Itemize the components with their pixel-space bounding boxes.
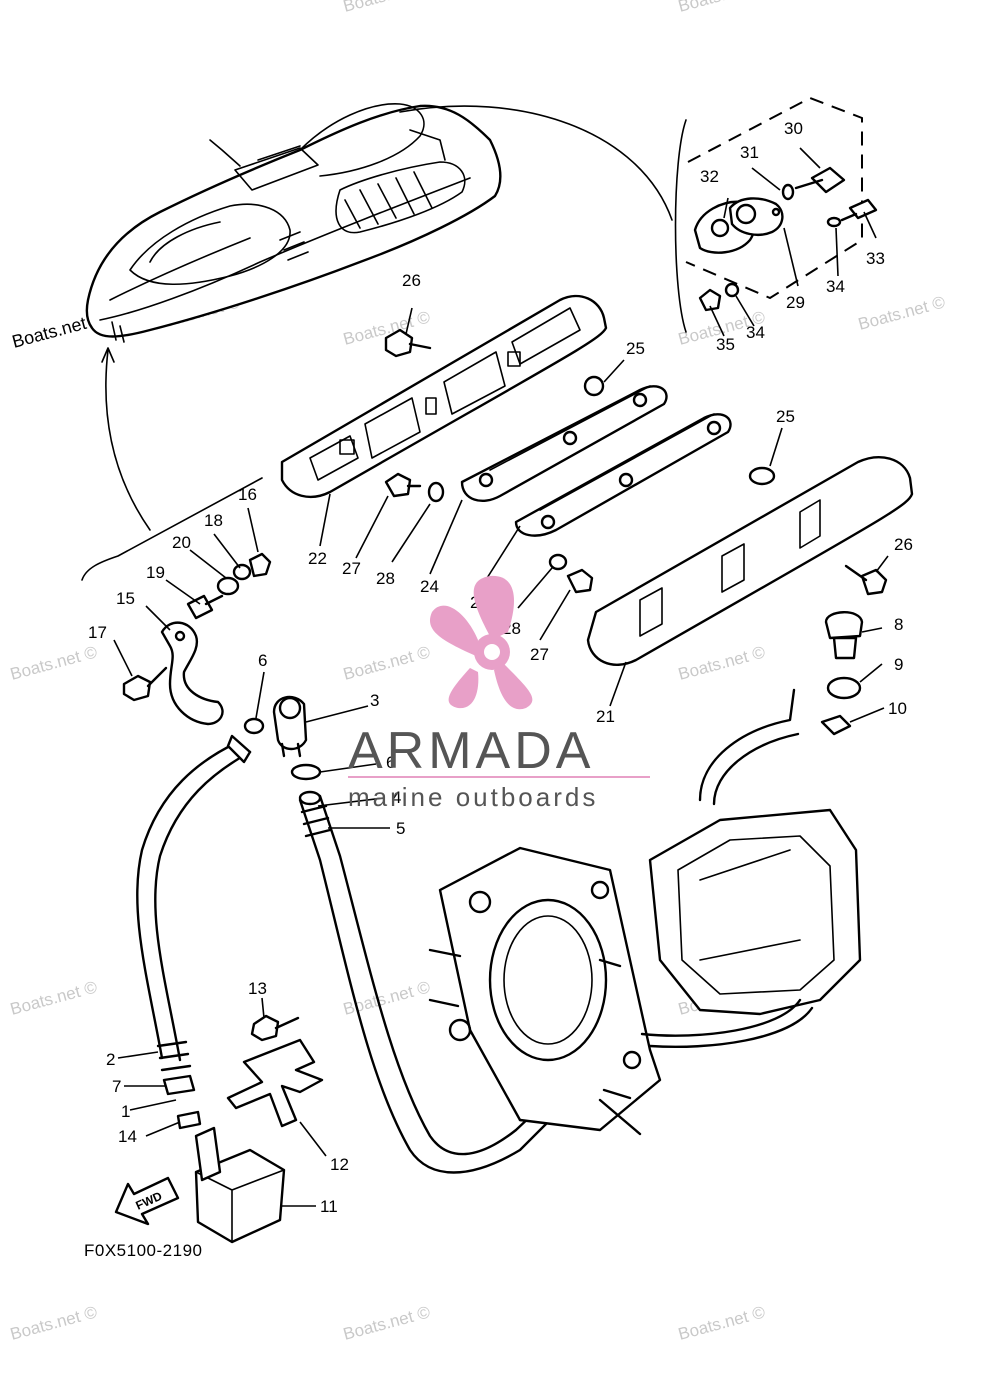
bracket	[674, 119, 687, 333]
part-number: 4	[392, 788, 401, 807]
part-number: 3	[370, 691, 379, 710]
part-number: 20	[172, 533, 191, 552]
hose-end-fittings	[156, 1040, 202, 1130]
connector-curve	[399, 105, 673, 221]
part-number: 22	[308, 549, 327, 568]
watermark: Boats.net ©	[8, 977, 99, 1019]
part-number: 9	[894, 655, 903, 674]
watermark: Boats.net ©	[856, 292, 947, 334]
plug-8-9-10	[820, 611, 864, 736]
part-number-labels: 1 2 3 4 5 6 6 7 8 9 10 11 12 13 14 15 16…	[88, 119, 913, 1216]
part-number: 33	[866, 249, 885, 268]
part-number: 12	[330, 1155, 349, 1174]
watermark: Boats.net ©	[341, 1302, 432, 1344]
part-number: 30	[784, 119, 803, 138]
part-number: 21	[596, 707, 615, 726]
part-number: 25	[776, 407, 795, 426]
part-number: 8	[894, 615, 903, 634]
watercraft-illustration	[85, 103, 502, 343]
part-number: 35	[716, 335, 735, 354]
connector-curve	[105, 349, 151, 531]
bracket-24	[460, 385, 668, 502]
exhaust-cover-21	[586, 456, 914, 666]
part-number: 31	[740, 143, 759, 162]
detail-group-box	[685, 96, 863, 300]
part-number: 24	[420, 577, 439, 596]
watermark: Boats.net ©	[676, 1302, 767, 1344]
part-number: 17	[88, 623, 107, 642]
part-number: 5	[396, 819, 405, 838]
source-label: Boats.net	[10, 313, 89, 352]
part-number: 27	[530, 645, 549, 664]
logo-tagline: marine outboards	[348, 782, 598, 812]
part-number: 28	[376, 569, 395, 588]
hose-2	[136, 734, 252, 1062]
valve-3	[243, 695, 322, 781]
watermark: Boats.net ©	[341, 642, 432, 684]
part-number: 26	[894, 535, 913, 554]
watermark: Boats.net ©	[341, 0, 432, 16]
part-number: 13	[248, 979, 267, 998]
part-number: 32	[700, 167, 719, 186]
drain-plug-assembly	[693, 166, 878, 312]
lever-assembly	[122, 552, 272, 726]
part-number: 6	[386, 753, 395, 772]
part-number: 14	[118, 1127, 137, 1146]
part-number: 29	[786, 293, 805, 312]
jet-pump-housing	[640, 688, 862, 1049]
exhaust-cover-22	[280, 294, 608, 499]
watermark: Boats.net ©	[676, 0, 767, 16]
part-number: 18	[204, 511, 223, 530]
part-number: 15	[116, 589, 135, 608]
callout-leaders	[113, 147, 889, 1207]
fasteners-upper	[384, 328, 888, 596]
part-number: 34	[826, 277, 845, 296]
part-number: 6	[258, 651, 267, 670]
pump-mount-plate	[428, 846, 662, 1136]
screw-13	[250, 1014, 300, 1042]
group-divider	[81, 477, 263, 581]
diagram-code: F0X5100-2190	[84, 1241, 202, 1260]
part-number: 16	[238, 485, 257, 504]
part-number: 10	[888, 699, 907, 718]
resonator-11	[194, 1126, 286, 1244]
part-number: 1	[121, 1102, 130, 1121]
part-number: 2	[106, 1050, 115, 1069]
watermark: Boats.net ©	[8, 642, 99, 684]
part-number: 11	[320, 1197, 338, 1216]
part-number: 19	[146, 563, 165, 582]
armada-logo: ARMADA marine outboards	[348, 575, 650, 812]
part-number: 25	[626, 339, 645, 358]
watermark: Boats.net ©	[8, 1302, 99, 1344]
bracket-23	[514, 413, 732, 537]
fwd-arrow: FWD	[114, 1176, 180, 1226]
watermark: Boats.net ©	[676, 642, 767, 684]
bracket-12	[226, 1038, 324, 1128]
part-number: 7	[112, 1077, 121, 1096]
part-number: 26	[402, 271, 421, 290]
part-number: 27	[342, 559, 361, 578]
propeller-icon	[429, 575, 533, 710]
logo-name: ARMADA	[348, 722, 594, 780]
part-number: 34	[746, 323, 765, 342]
